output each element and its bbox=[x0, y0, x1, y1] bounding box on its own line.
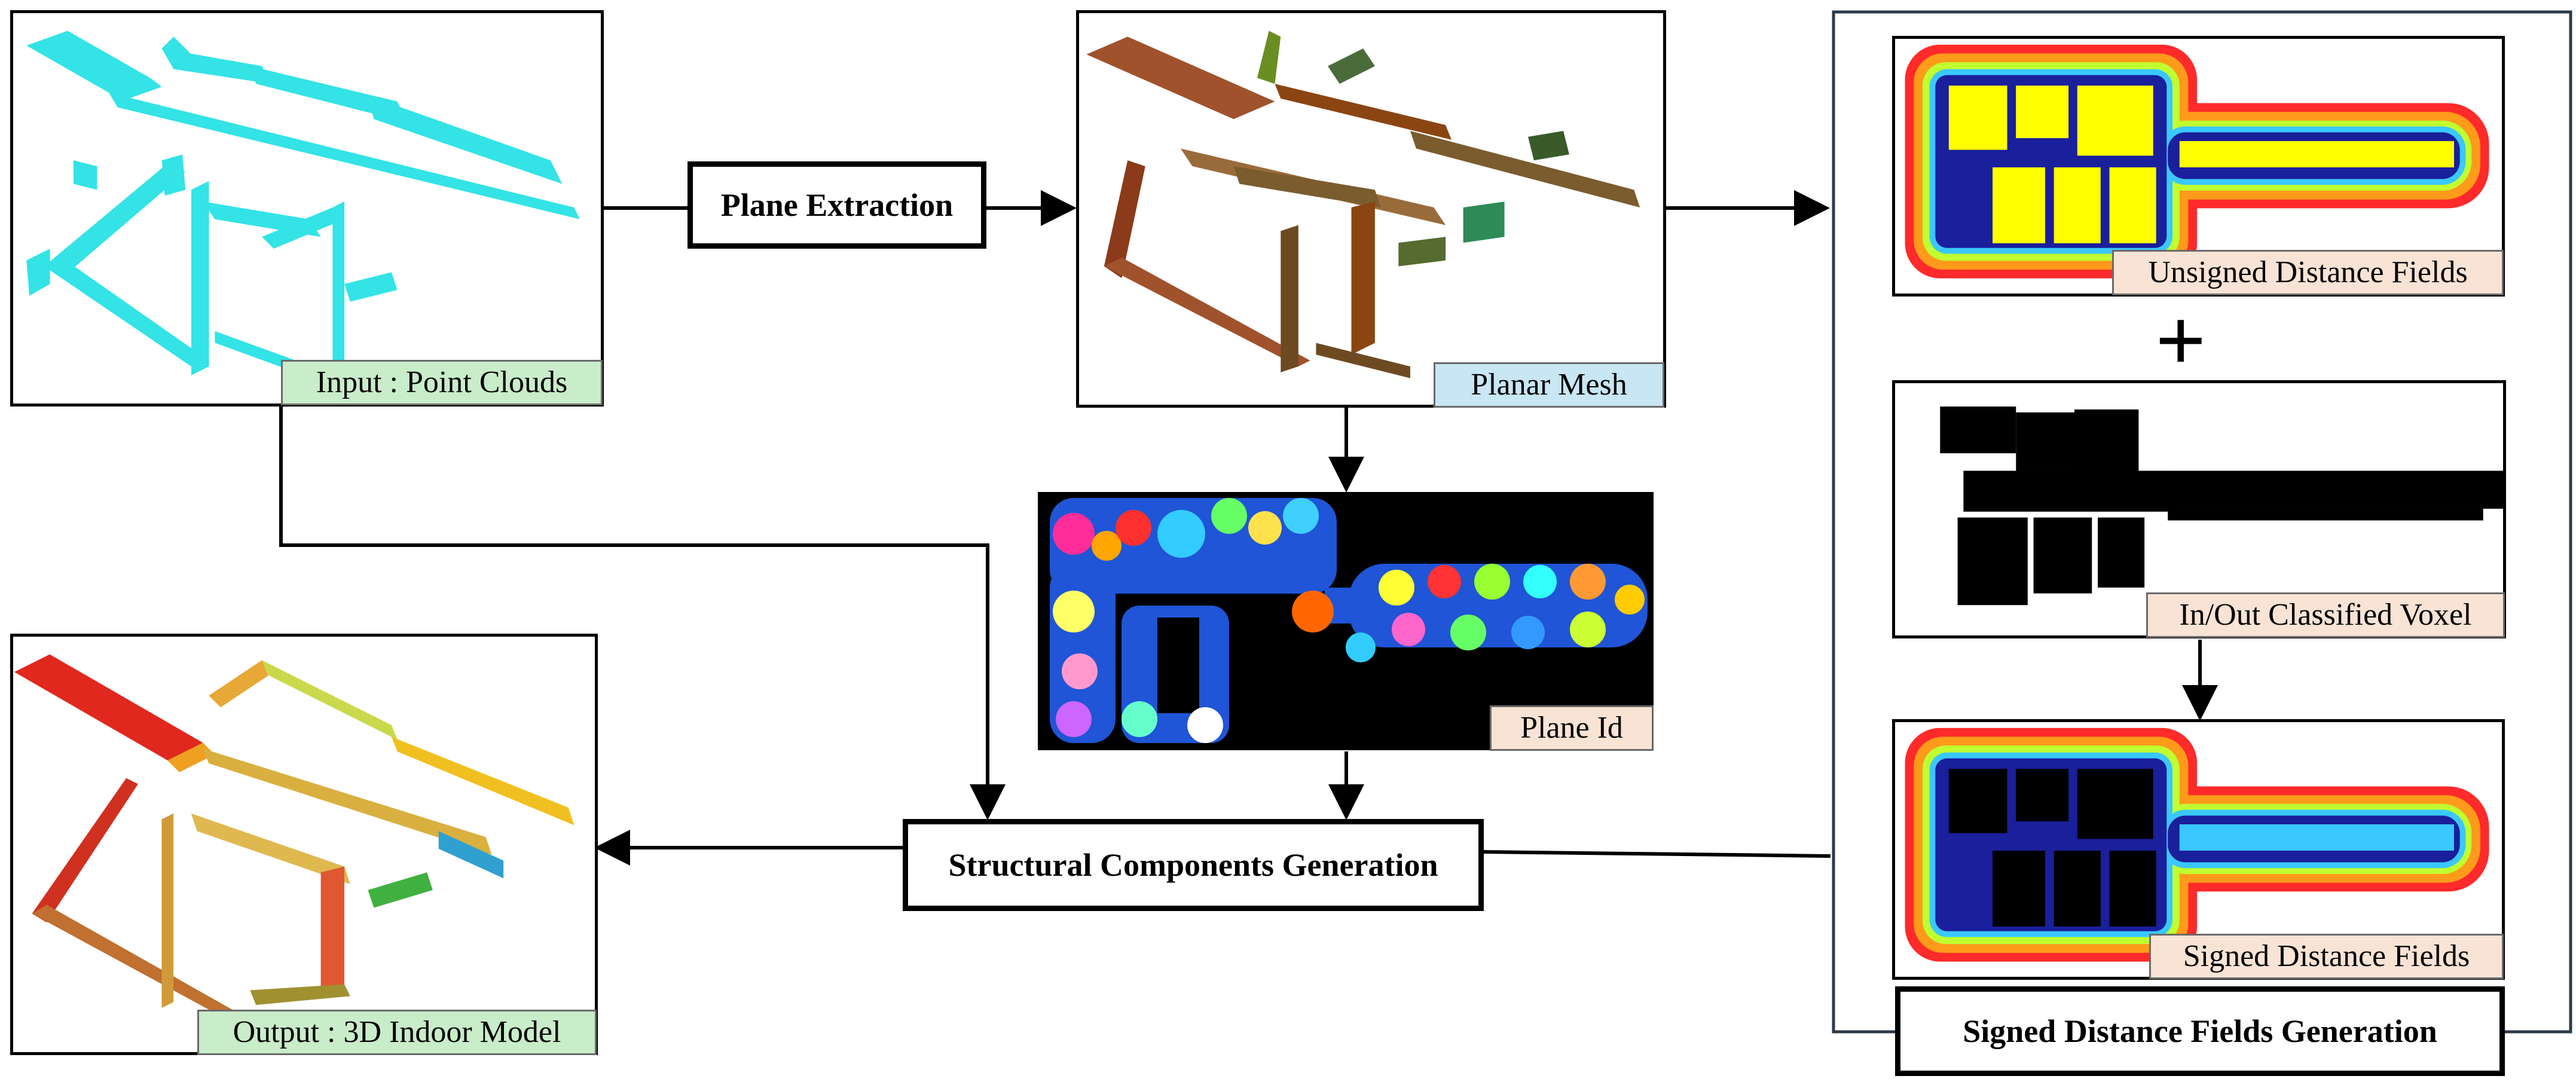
unsigned-df-label: Unsigned Distance Fields bbox=[2112, 250, 2504, 295]
plus-operator: + bbox=[2155, 291, 2207, 390]
unsigned-distance-fields-panel bbox=[1892, 36, 2505, 297]
output-model-label: Output : 3D Indoor Model bbox=[197, 1010, 597, 1055]
input-point-cloud-panel bbox=[10, 10, 604, 406]
inout-voxel-image bbox=[1940, 406, 2503, 606]
point-cloud-image bbox=[26, 30, 580, 396]
signed-df-image bbox=[1905, 728, 2489, 962]
inout-voxel-label: In/Out Classified Voxel bbox=[2146, 592, 2505, 638]
sdf-generation-box: Signed Distance Fields Generation bbox=[1895, 986, 2505, 1076]
planar-mesh-label: Planar Mesh bbox=[1434, 362, 1664, 408]
arrow-input-to-structural bbox=[279, 406, 1006, 820]
plane-id-label: Plane Id bbox=[1490, 705, 1654, 751]
unsigned-df-image bbox=[1905, 44, 2489, 279]
signed-df-label: Signed Distance Fields bbox=[2149, 934, 2504, 979]
output-model-image bbox=[14, 654, 575, 1026]
structural-components-box: Structural Components Generation bbox=[903, 819, 1484, 911]
plane-extraction-box: Plane Extraction bbox=[687, 161, 986, 249]
output-model-panel bbox=[10, 634, 598, 1055]
input-point-clouds-label: Input : Point Clouds bbox=[281, 360, 603, 405]
planar-mesh-image bbox=[1086, 30, 1640, 378]
planar-mesh-panel bbox=[1076, 10, 1666, 408]
plane-id-panel bbox=[1038, 492, 1654, 750]
arrow-sdf-to-structural bbox=[1483, 850, 1831, 858]
